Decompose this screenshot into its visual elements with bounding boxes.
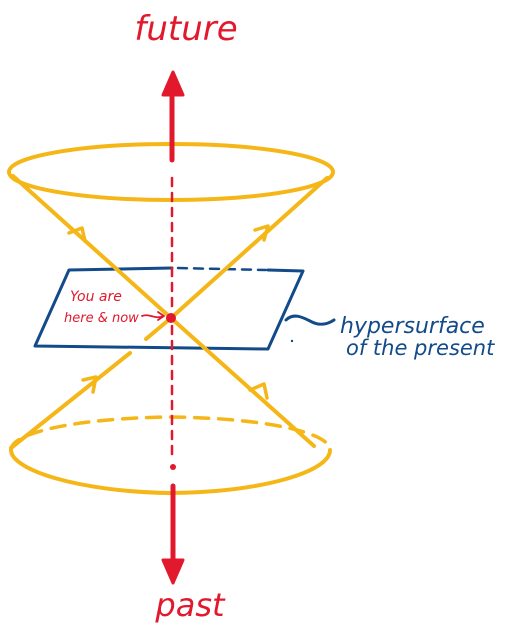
here-now-pointer-icon (141, 311, 165, 321)
past-cone-right-edge (169, 316, 316, 448)
you-are-label-line1: You are (70, 289, 122, 305)
future-left-arrow-icon (67, 226, 87, 243)
time-axis (161, 70, 185, 585)
past-right-arrow-icon (248, 382, 269, 400)
time-axis-dot (170, 464, 176, 470)
future-cone-left-edge (11, 174, 173, 320)
you-are-label-line2: here & now (64, 311, 139, 326)
plane-hidden-edge (176, 266, 268, 272)
hypersurface-label-line1: hypersurface (340, 314, 485, 339)
hypersurface-label-line2: of the present (346, 336, 495, 360)
here-now-point (166, 313, 176, 323)
small-blue-dot (290, 339, 294, 343)
past-cone-left-edge-upper (144, 316, 173, 341)
past-arrow-head-icon (161, 558, 185, 585)
future-arrow-head-icon (161, 70, 185, 97)
future-right-arrow-icon (253, 224, 270, 242)
future-label: future (134, 9, 237, 49)
past-cone-left-edge-lower (9, 351, 132, 450)
hypersurface-pointer-icon (284, 314, 336, 326)
past-label: past (154, 586, 226, 624)
future-cone-right-edge (169, 176, 329, 320)
past-cone-rim-back (9, 415, 332, 452)
hypersurface-plane (33, 266, 305, 351)
past-left-arrow-icon (81, 375, 98, 394)
plane-front-edges (33, 266, 305, 351)
